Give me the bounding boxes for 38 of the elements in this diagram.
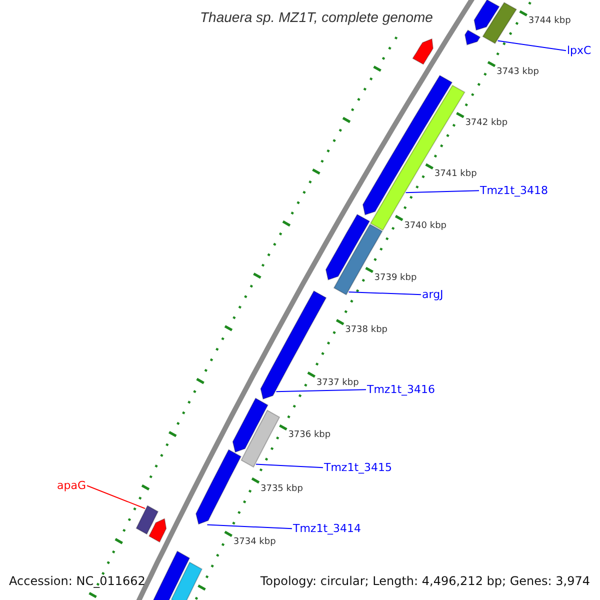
gene-feature bbox=[232, 398, 268, 453]
gene-label: Tmz1t_3418 bbox=[480, 184, 548, 198]
gene-block bbox=[240, 410, 280, 468]
gene-feature bbox=[412, 38, 434, 65]
title: Thauera sp. MZ1T, complete genome bbox=[200, 9, 433, 26]
scale-label: 3735 kbp bbox=[260, 484, 303, 494]
scale-label: 3738 kbp bbox=[345, 325, 388, 336]
summary-text: Topology: circular; Length: 4,496,212 bp; Genes: 3,974 bbox=[260, 574, 590, 588]
scale-label: 3744 kbp bbox=[528, 16, 571, 28]
gene-feature bbox=[195, 449, 242, 525]
accession-text: Accession: NC_011662 bbox=[9, 574, 146, 588]
gene-label: Tmz1t_3416 bbox=[367, 383, 436, 396]
gene-block bbox=[482, 2, 518, 44]
gene-feature bbox=[474, 0, 500, 31]
gene-label: apaG bbox=[57, 479, 86, 492]
gene-label: argJ bbox=[422, 288, 444, 302]
scale-label: 3743 kbp bbox=[496, 67, 539, 78]
gene-label: Tmz1t_3415 bbox=[324, 461, 392, 474]
gene-feature bbox=[325, 214, 370, 280]
scale-label: 3740 kbp bbox=[404, 221, 446, 232]
gene-block bbox=[152, 550, 190, 600]
gene-feature bbox=[148, 518, 167, 543]
leader-line bbox=[86, 485, 146, 509]
leader-line bbox=[256, 464, 324, 468]
scale-label: 3737 kbp bbox=[316, 378, 359, 388]
leader-line bbox=[276, 389, 366, 392]
gene-label: Tmz1t_3414 bbox=[293, 522, 362, 536]
gene-block bbox=[136, 505, 159, 535]
leader-line bbox=[497, 40, 566, 52]
gene-label: lpxC bbox=[567, 44, 592, 58]
leader-line bbox=[206, 524, 292, 530]
scale-label: 3734 kbp bbox=[233, 536, 276, 548]
scale-label: 3736 kbp bbox=[288, 430, 331, 442]
scale-label: 3739 kbp bbox=[374, 272, 417, 284]
gene-block bbox=[170, 562, 203, 600]
gene-feature bbox=[464, 30, 481, 46]
scale-label: 3742 kbp bbox=[465, 118, 508, 129]
scale-label: 3741 kbp bbox=[434, 169, 477, 180]
